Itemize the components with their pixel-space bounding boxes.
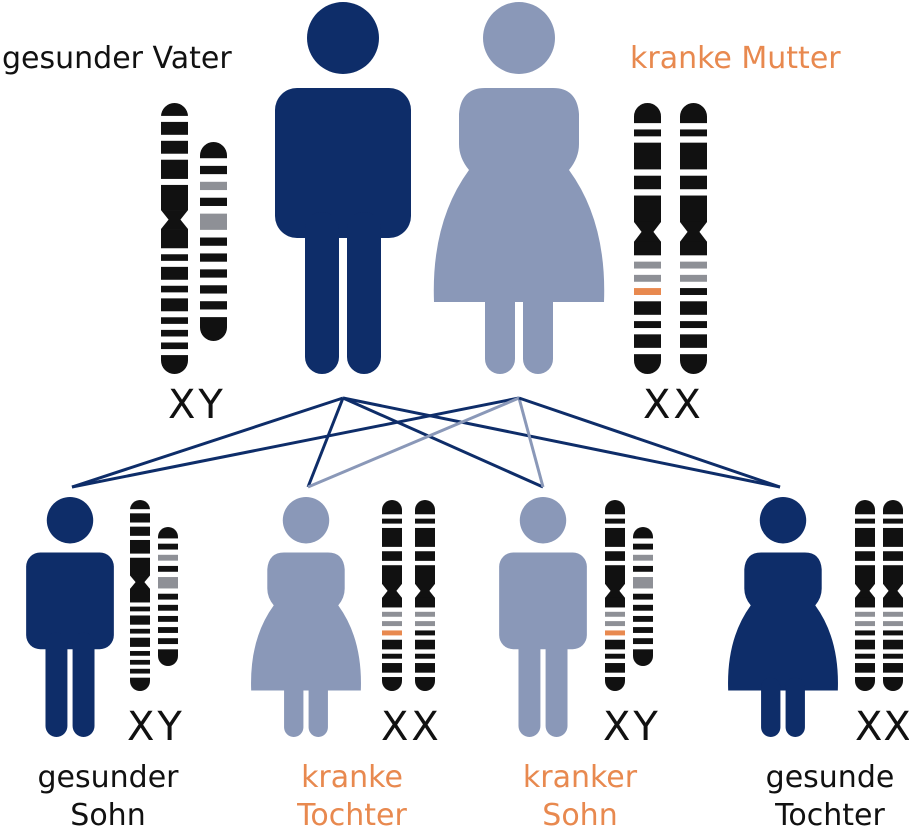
child-3-label-line2: Sohn bbox=[542, 798, 618, 833]
child-3-genotype: XY bbox=[603, 704, 661, 750]
mother-label: kranke Mutter bbox=[630, 41, 841, 76]
child-2-x-chromosome-1 bbox=[382, 500, 402, 691]
mother-to-child-2-line bbox=[307, 396, 520, 489]
father-genotype: XY bbox=[168, 382, 226, 428]
child-2-label-line2: Tochter bbox=[297, 798, 407, 833]
child-1-y-chromosome bbox=[158, 527, 178, 666]
child-4-x-chromosome-2 bbox=[883, 500, 903, 691]
child-3-y-chromosome bbox=[633, 527, 653, 666]
child-3-figure-icon bbox=[499, 497, 587, 737]
mother-to-child-3-line bbox=[517, 397, 545, 488]
child-4-figure-icon bbox=[728, 497, 838, 737]
child-4-label-line2: Tochter bbox=[775, 798, 885, 833]
father-figure-icon bbox=[275, 2, 411, 374]
mother-to-child-1-line bbox=[71, 396, 520, 489]
mother-x-chromosome-2 bbox=[680, 103, 707, 374]
child-3-x-chromosome bbox=[605, 500, 625, 691]
father-y-chromosome bbox=[200, 142, 227, 341]
child-2-label: kranke Tochter bbox=[262, 763, 442, 831]
child-1-label: gesunder Sohn bbox=[18, 763, 198, 831]
child-4-label-line1: gesunde bbox=[765, 760, 895, 795]
child-1-label-line2: Sohn bbox=[70, 798, 146, 833]
child-2-x-chromosome-2 bbox=[415, 500, 435, 691]
father-to-child-2-line bbox=[306, 397, 345, 488]
child-3-label: kranker Sohn bbox=[490, 763, 670, 831]
mother-genotype: XX bbox=[643, 382, 704, 428]
inheritance-lines bbox=[71, 396, 781, 489]
child-2-figure-icon bbox=[251, 497, 361, 737]
father-x-chromosome bbox=[161, 103, 188, 374]
mother-x-chromosome-affected bbox=[634, 103, 661, 374]
father-to-child-1-line bbox=[71, 396, 344, 489]
child-2-genotype: XX bbox=[381, 704, 442, 750]
father-to-child-3-line bbox=[342, 396, 544, 489]
child-4-x-chromosome-1 bbox=[855, 500, 875, 691]
father-to-child-4-line bbox=[342, 396, 781, 489]
child-1-genotype: XY bbox=[127, 704, 185, 750]
child-1-label-line1: gesunder bbox=[37, 760, 179, 795]
child-1-x-chromosome bbox=[130, 500, 150, 691]
child-4-genotype: XX bbox=[855, 704, 909, 750]
father-label: gesunder Vater bbox=[2, 41, 232, 76]
child-1-figure-icon bbox=[26, 497, 114, 737]
child-3-label-line1: kranker bbox=[522, 760, 638, 795]
mother-figure-icon bbox=[433, 2, 605, 374]
mother-to-child-4-line bbox=[518, 396, 781, 489]
child-4-label: gesunde Tochter bbox=[742, 763, 909, 831]
child-2-label-line1: kranke bbox=[301, 760, 403, 795]
